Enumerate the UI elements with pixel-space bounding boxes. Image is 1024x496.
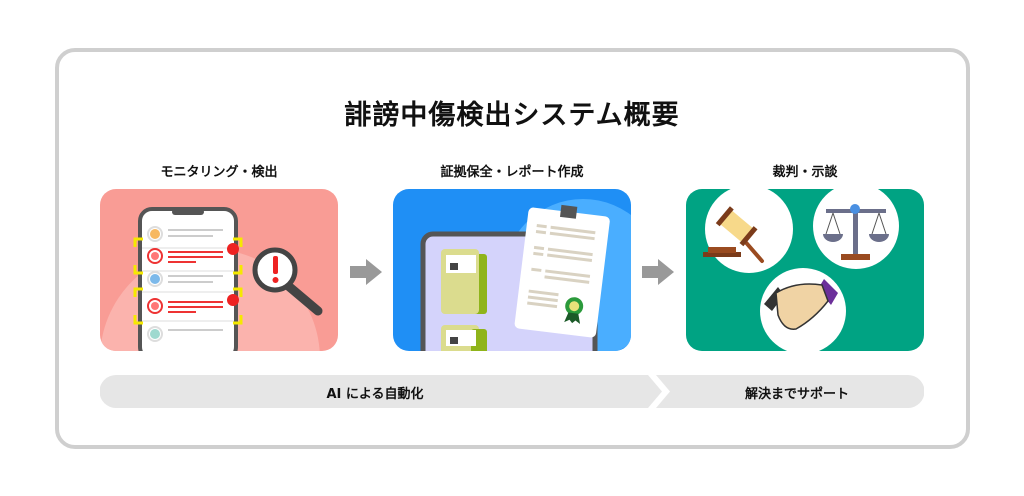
trial-panel: [686, 189, 924, 351]
automation-label: AI による自動化: [326, 387, 424, 402]
gavel-icon: [703, 189, 793, 273]
step-label-trial: 裁判・示談: [772, 165, 838, 180]
handshake-icon: [760, 268, 846, 351]
phone-magnifier-illustration: [100, 207, 323, 351]
highlight-brackets: [133, 237, 243, 325]
step-label-evidence: 証拠保全・レポート作成: [440, 165, 584, 180]
monitoring-panel: [100, 189, 338, 351]
report-document-icon: [514, 204, 610, 338]
arrow-right-icon: [348, 258, 384, 290]
post-list: [142, 226, 234, 342]
magnifier-icon: [252, 247, 323, 316]
folder-document-illustration: [420, 199, 631, 351]
locked-folder-icon: [441, 249, 487, 351]
automation-segment: [99, 375, 662, 408]
arrow-right-icon: [640, 258, 676, 290]
angry-face-icon: [227, 243, 239, 255]
step-label-monitoring: モニタリング・検出: [160, 165, 278, 180]
evidence-panel: [393, 189, 631, 351]
gavel-scale-handshake-illustration: [703, 189, 899, 351]
support-label: 解決までサポート: [744, 387, 849, 402]
page-title: 誹謗中傷検出システム概要: [344, 100, 680, 131]
process-bar: [99, 375, 925, 408]
scale-icon: [813, 189, 899, 269]
angry-face-icon: [227, 294, 239, 306]
support-segment: [656, 375, 925, 408]
